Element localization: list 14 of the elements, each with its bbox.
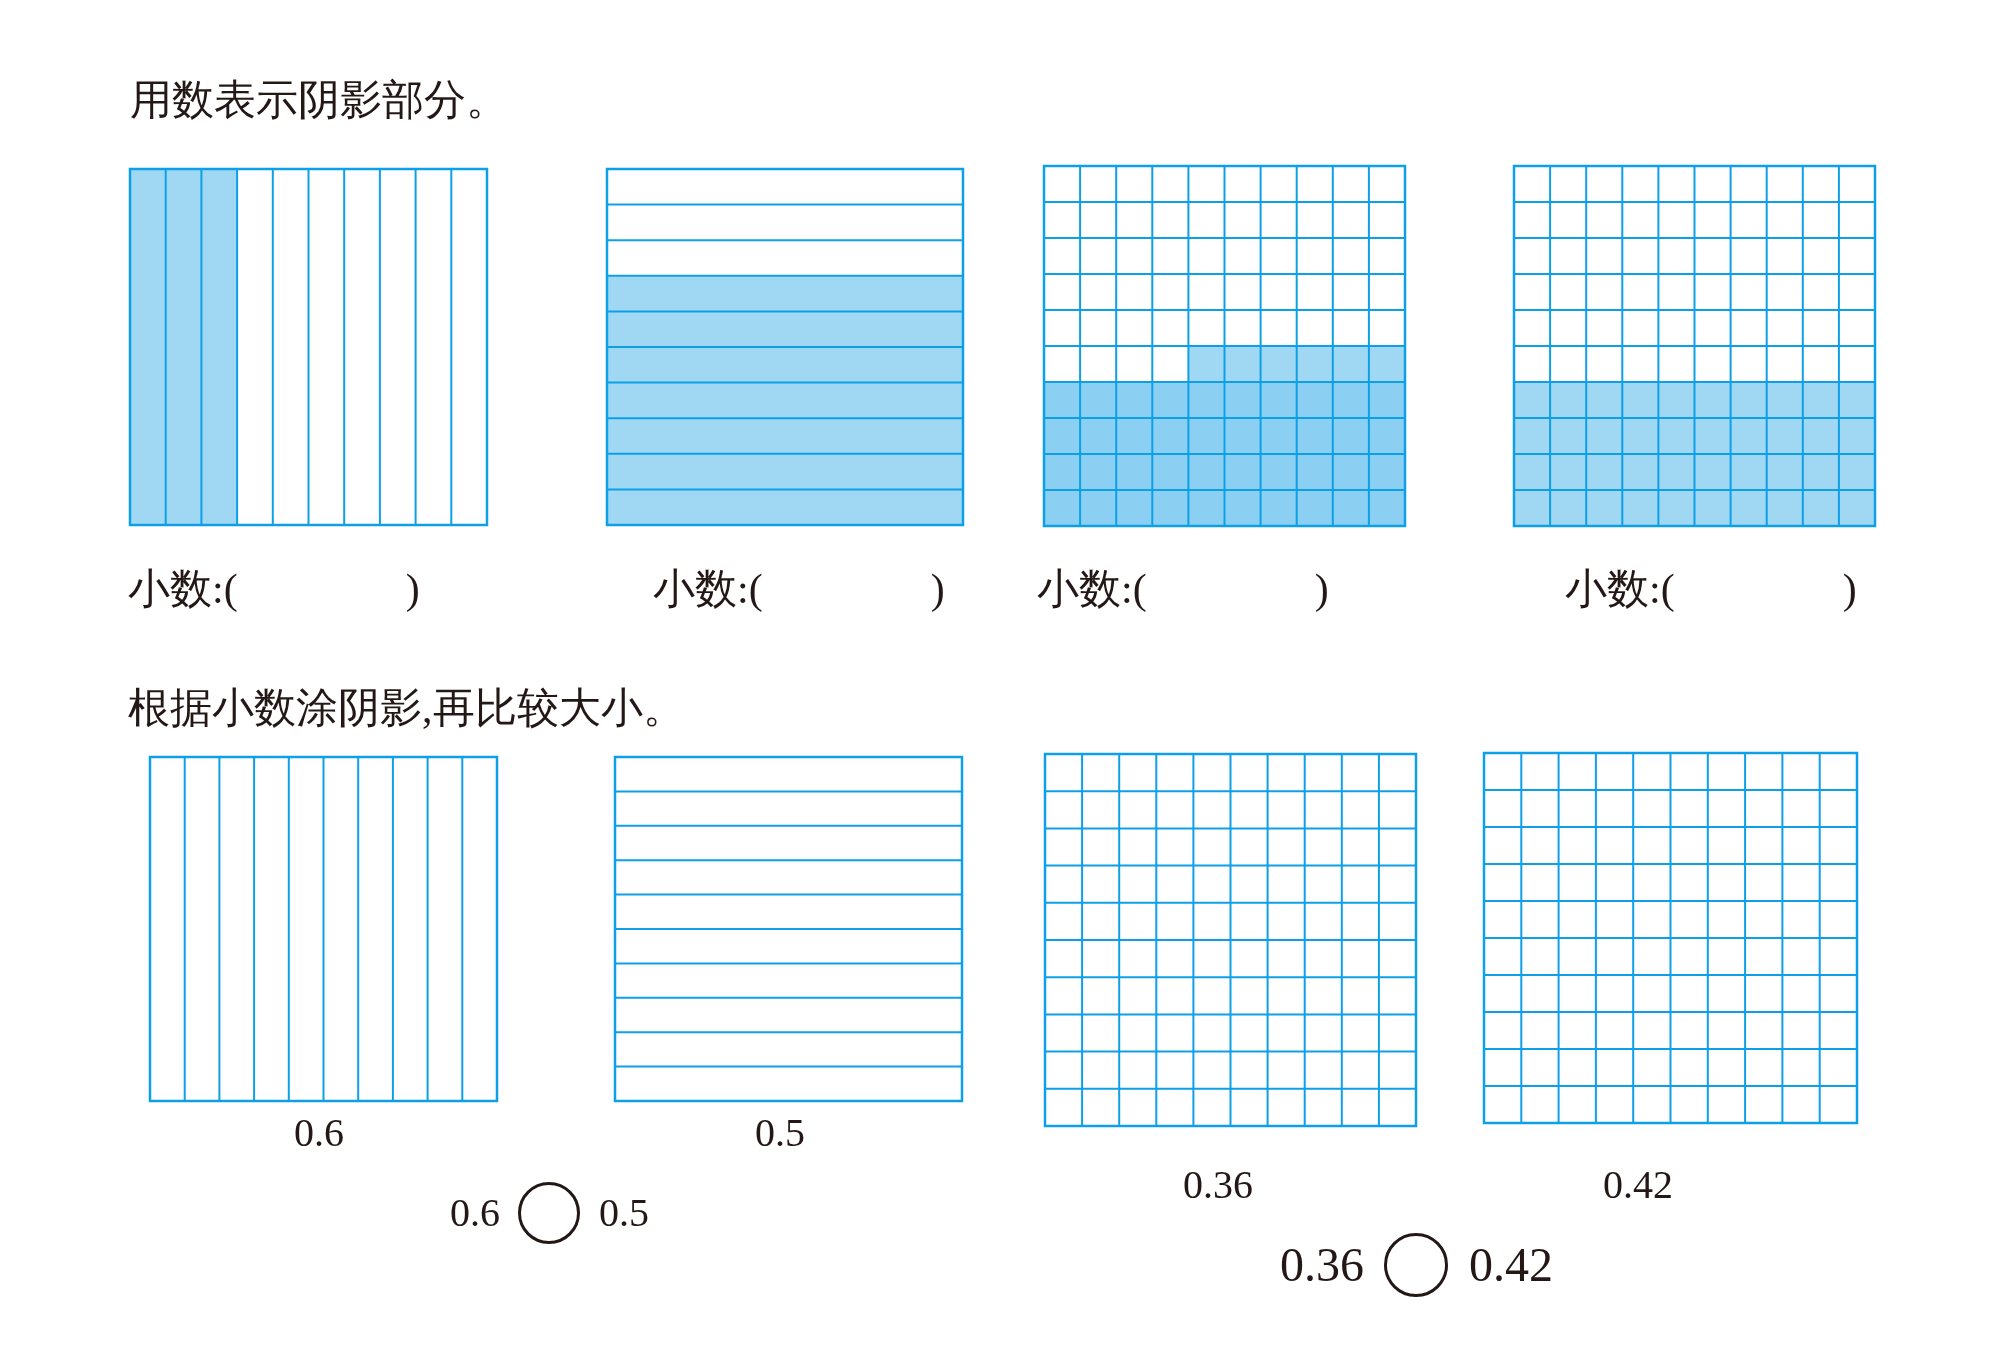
decimal-answer-prompt: 小数:( ) [653, 568, 945, 610]
decimal-answer-prompt: 小数:( ) [128, 568, 420, 610]
comparison-number: 0.42 [1469, 1241, 1553, 1289]
decimal-label: 0.5 [755, 1113, 805, 1153]
comparison-number: 0.6 [450, 1193, 500, 1233]
decimal-label: 0.42 [1603, 1165, 1673, 1205]
instruction-heading: 根据小数涂阴影,再比较大小。 [128, 687, 685, 729]
instruction-heading: 用数表示阴影部分。 [130, 79, 508, 121]
decimal-answer-prompt: 小数:( ) [1565, 568, 1857, 610]
decimal-label: 0.6 [294, 1113, 344, 1153]
comparison-number: 0.5 [599, 1193, 649, 1233]
comparison-number: 0.36 [1280, 1241, 1364, 1289]
decimal-label: 0.36 [1183, 1165, 1253, 1205]
decimal-answer-prompt: 小数:( ) [1037, 568, 1329, 610]
